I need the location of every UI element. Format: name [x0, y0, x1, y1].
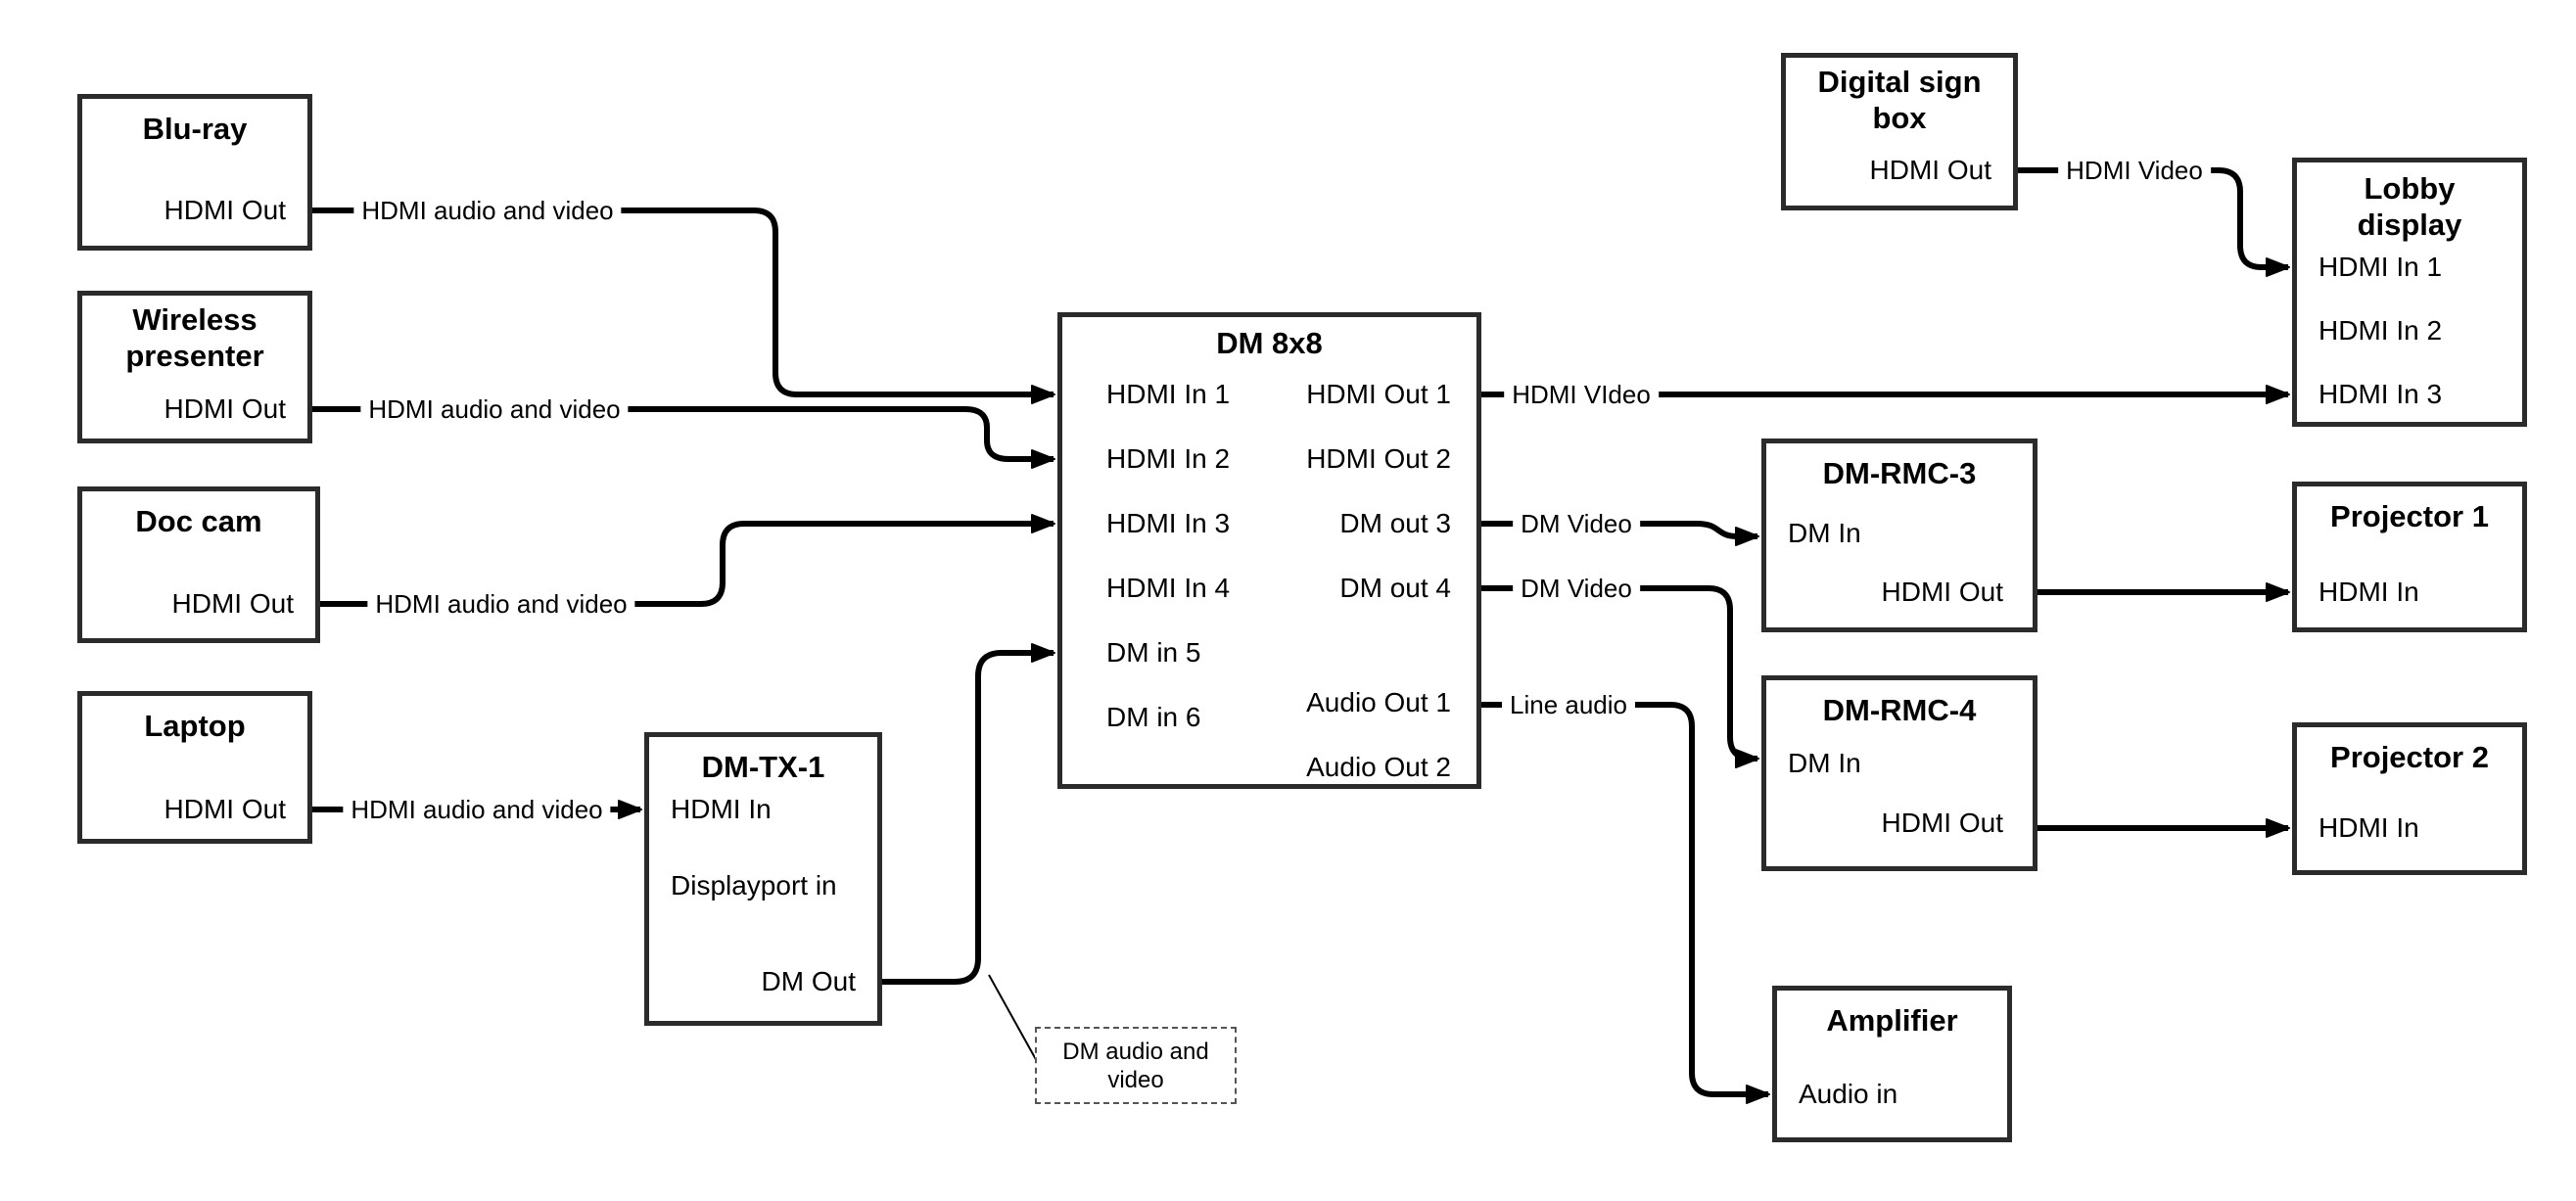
- node-dm-rmc-4: DM-RMC-4 DM In HDMI Out: [1761, 675, 2037, 871]
- edge-label-hdmi-video-out1: HDMI VIdeo: [1504, 380, 1659, 409]
- port-hdmi-out: HDMI Out: [164, 393, 286, 424]
- port-displayport-in: Displayport in: [671, 870, 837, 901]
- node-digital-sign-box: Digital sign box HDMI Out: [1781, 53, 2018, 210]
- node-dm-rmc-3: DM-RMC-3 DM In HDMI Out: [1761, 439, 2037, 632]
- edge-label-hdmi-video-signbox: HDMI Video: [2058, 156, 2211, 185]
- connector-dm8x8-out4-to-dmrmc4-dmin: [1481, 585, 1759, 768]
- node-projector-2: Projector 2 HDMI In: [2292, 722, 2527, 875]
- node-title: DM-RMC-3: [1822, 456, 1977, 490]
- port-hdmi-in-2: HDMI In 2: [1106, 443, 1231, 474]
- port-audio-in: Audio in: [1799, 1079, 1898, 1109]
- node-lobby-display: Lobby display HDMI In 1 HDMI In 2 HDMI I…: [2292, 158, 2527, 427]
- node-title: Laptop: [144, 709, 246, 743]
- connector-wireless-to-dm8x8-in2: [312, 406, 1055, 469]
- connector-signbox-to-lobby-in1: [2018, 167, 2290, 277]
- node-title: Projector 1: [2330, 499, 2489, 533]
- edge-label-bluray: HDMI audio and video: [353, 196, 622, 225]
- port-hdmi-out: HDMI Out: [164, 794, 286, 824]
- port-hdmi-in: HDMI In: [2318, 812, 2419, 843]
- node-title: Projector 2: [2330, 740, 2489, 774]
- port-dm-out-4: DM out 4: [1339, 573, 1451, 603]
- node-title: Wireless presenter: [125, 302, 264, 373]
- port-hdmi-in-4: HDMI In 4: [1106, 573, 1231, 603]
- port-hdmi-in-1: HDMI In 1: [1106, 379, 1231, 409]
- node-wireless-presenter: Wireless presenter HDMI Out: [77, 291, 312, 443]
- note-callout-line: [988, 974, 1039, 1064]
- port-hdmi-in: HDMI In: [671, 794, 772, 824]
- port-dm-out-3: DM out 3: [1339, 508, 1451, 538]
- node-title: DM 8x8: [1216, 326, 1323, 360]
- node-title: Lobby display: [2357, 171, 2462, 242]
- port-dm-in: DM In: [1788, 518, 1861, 548]
- node-title: Amplifier: [1826, 1003, 1958, 1038]
- edge-label-dm-video-out3: DM Video: [1513, 509, 1640, 538]
- port-dm-in-6: DM in 6: [1106, 702, 1201, 732]
- port-hdmi-in-1: HDMI In 1: [2318, 252, 2443, 282]
- edge-label-dm-video-out4: DM Video: [1513, 574, 1640, 603]
- node-title: Digital sign box: [1817, 65, 1982, 135]
- port-hdmi-out: HDMI Out: [164, 195, 286, 225]
- port-audio-out-1: Audio Out 1: [1306, 687, 1451, 717]
- port-hdmi-out: HDMI Out: [1881, 577, 2003, 607]
- port-audio-out-2: Audio Out 2: [1306, 752, 1451, 782]
- node-title: DM-RMC-4: [1822, 693, 1977, 727]
- port-hdmi-in-3: HDMI In 3: [2318, 379, 2443, 409]
- node-dm-tx-1: DM-TX-1 HDMI In Displayport in DM Out: [644, 732, 882, 1026]
- note-dm-audio-and-video: DM audio and video: [1035, 1027, 1237, 1104]
- node-title: DM-TX-1: [701, 750, 825, 784]
- port-hdmi-in-3: HDMI In 3: [1106, 508, 1231, 538]
- port-hdmi-in-2: HDMI In 2: [2318, 315, 2443, 346]
- connector-doccam-to-dm8x8-in3: [320, 514, 1055, 607]
- edge-label-line-audio: Line audio: [1502, 690, 1635, 719]
- node-laptop: Laptop HDMI Out: [77, 691, 312, 844]
- port-hdmi-out-2: HDMI Out 2: [1306, 443, 1451, 474]
- port-dm-out: DM Out: [761, 966, 856, 996]
- node-dm-8x8: DM 8x8 HDMI In 1 HDMI In 2 HDMI In 3 HDM…: [1057, 312, 1481, 789]
- port-hdmi-out: HDMI Out: [171, 588, 294, 619]
- connector-bluray-to-dm8x8-in1: [312, 208, 1055, 404]
- edge-label-laptop: HDMI audio and video: [343, 795, 611, 824]
- port-dm-in: DM In: [1788, 748, 1861, 778]
- edge-label-wireless: HDMI audio and video: [360, 394, 629, 424]
- port-dm-in-5: DM in 5: [1106, 637, 1201, 668]
- port-hdmi-out: HDMI Out: [1881, 808, 2003, 838]
- connector-dm8x8-out3-to-dmrmc3-dmin: [1481, 521, 1759, 546]
- node-projector-1: Projector 1 HDMI In: [2292, 482, 2527, 632]
- node-doc-cam: Doc cam HDMI Out: [77, 486, 320, 643]
- node-blu-ray: Blu-ray HDMI Out: [77, 94, 312, 251]
- port-hdmi-out: HDMI Out: [1869, 155, 1991, 185]
- node-title: Doc cam: [135, 504, 262, 538]
- connector-dmtx1-dmout-to-dm8x8-in5: [882, 643, 1055, 985]
- node-amplifier: Amplifier Audio in: [1772, 986, 2012, 1142]
- connector-dm8x8-audio1-to-amp: [1481, 702, 1770, 1104]
- node-title: Blu-ray: [142, 112, 248, 146]
- port-hdmi-out-1: HDMI Out 1: [1306, 379, 1451, 409]
- edge-label-doccam: HDMI audio and video: [367, 589, 635, 619]
- port-hdmi-in: HDMI In: [2318, 577, 2419, 607]
